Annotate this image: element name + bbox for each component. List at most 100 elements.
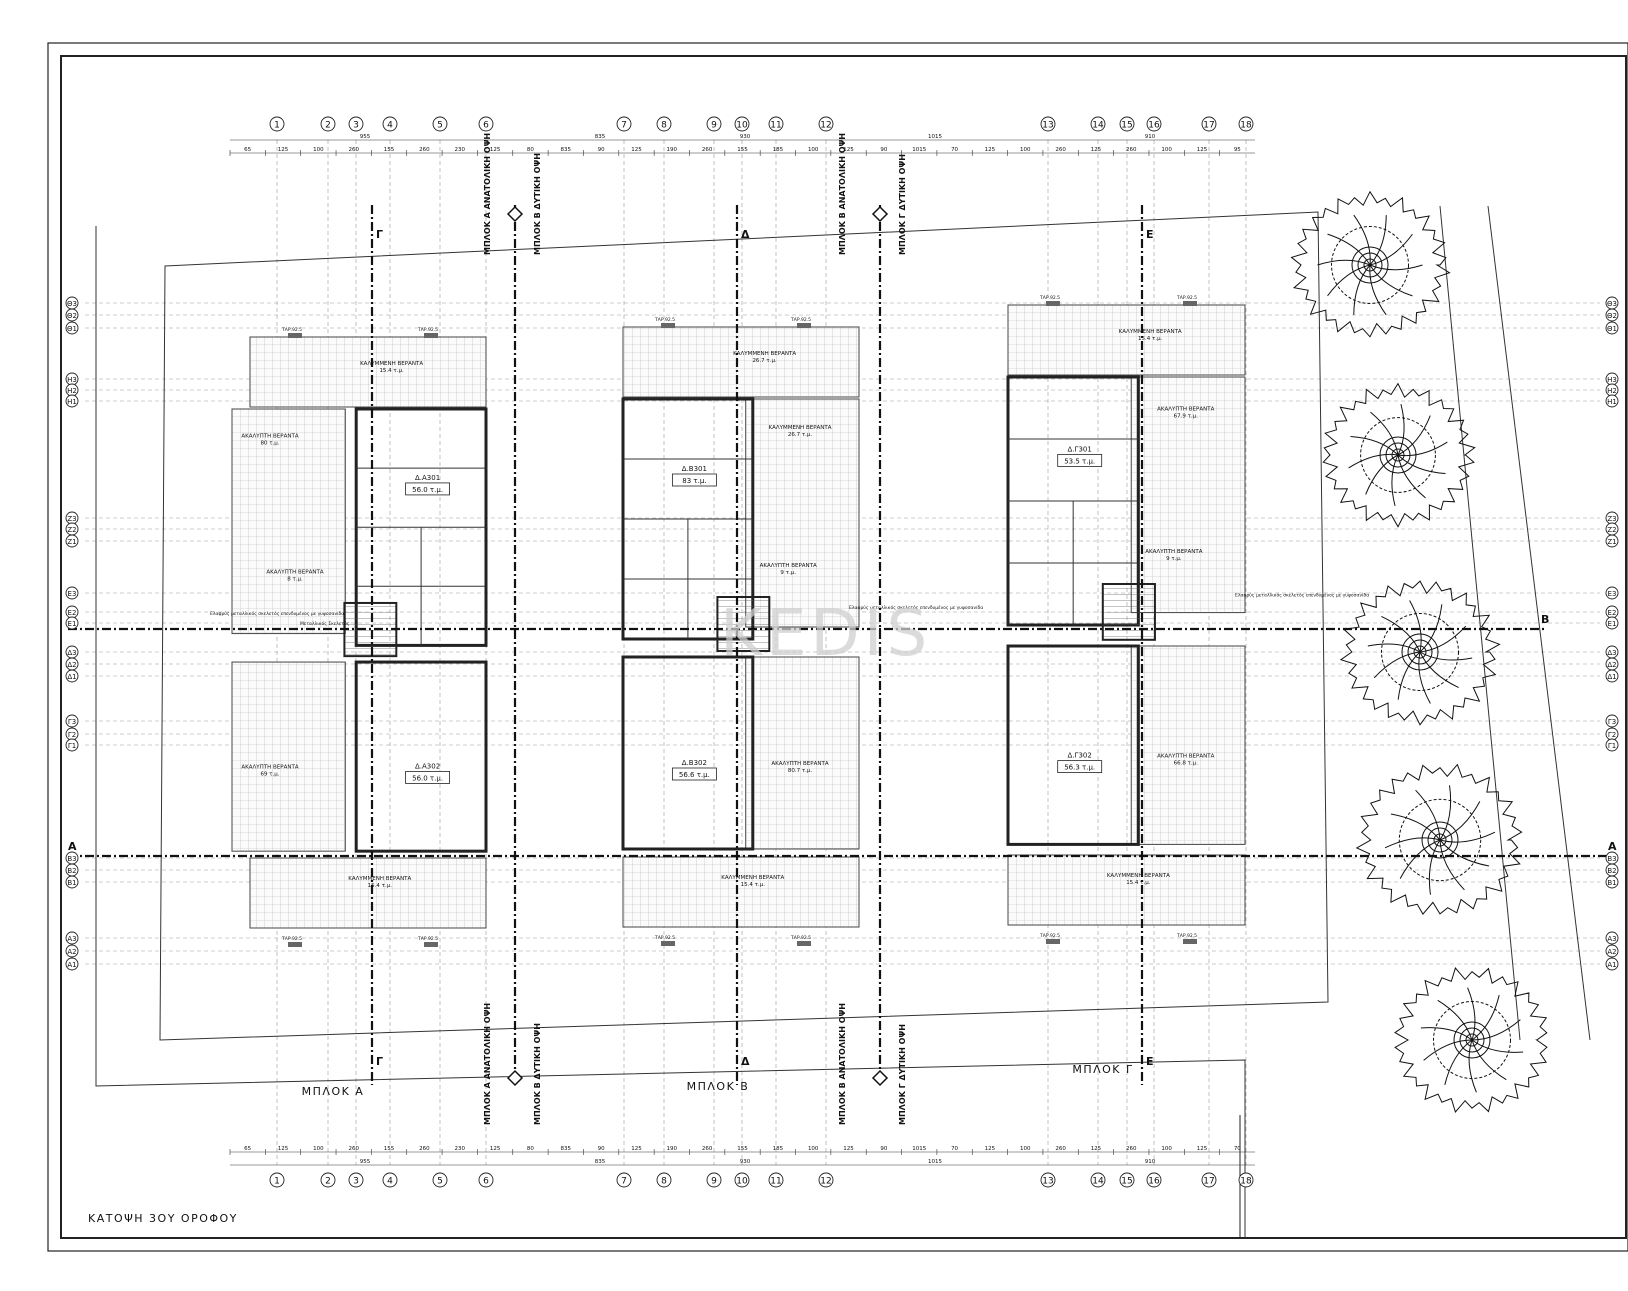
road-edge-inner: [1439, 205, 1521, 1041]
veranda-name: ΑΚΑΛΥΠΤΗ ΒΕΡΑΝΤΑ: [1145, 549, 1202, 555]
grid-bubble-bottom: [768, 1172, 784, 1188]
dimension-total: 955: [360, 1159, 371, 1165]
veranda-area: 15.4 τ.μ.: [368, 883, 393, 889]
level-tag: ΤΑΡ.92.5: [1176, 933, 1197, 939]
tree-inner-canopy: [1398, 798, 1482, 882]
level-tag: ΤΑΡ.92.5: [790, 317, 811, 323]
dimension-value: 260: [419, 147, 430, 153]
dimension-value: 125: [278, 1146, 289, 1152]
level-tag: ΤΑΡ.92.5: [654, 935, 675, 941]
tree-branch: [1439, 785, 1452, 841]
tree-branch: [1418, 651, 1431, 704]
tree-branch: [1467, 987, 1476, 1041]
tree-trunk-ring: [1421, 821, 1459, 859]
level-marker: [661, 941, 675, 946]
tree-branch: [1471, 994, 1500, 1041]
tree-branch: [1439, 839, 1490, 867]
dimension-value: 90: [880, 1146, 887, 1152]
tree-branch: [1471, 1039, 1507, 1081]
dimension-value: 185: [773, 147, 784, 153]
dimension-value: 125: [985, 147, 996, 153]
drawing-title: ΚΑΤΟΨΗ 3ΟΥ ΟΡΟΦΟΥ: [88, 1212, 238, 1225]
dimension-value: 100: [313, 1146, 324, 1152]
level-tag: ΤΑΡ.92.5: [281, 936, 302, 942]
level-marker: [797, 941, 811, 946]
dimension-value: 260: [702, 147, 713, 153]
veranda-name: ΑΚΑΛΥΠΤΗ ΒΕΡΑΝΤΑ: [266, 569, 323, 575]
covered-veranda-top: [249, 336, 487, 408]
grid-bubble-left-label: Θ3: [67, 300, 77, 308]
grid-bubble-right-label: Η1: [1607, 398, 1617, 406]
tree-branch: [1415, 789, 1441, 841]
dimension-value: 260: [1126, 147, 1137, 153]
veranda-name: ΑΚΑΛΥΠΤΗ ΒΕΡΑΝΤΑ: [241, 764, 298, 770]
grid-bubble-left: [65, 321, 79, 335]
veranda-name: ΚΑΛΥΜΜΕΝΗ ΒΕΡΑΝΤΑ: [733, 351, 796, 357]
veranda-area: 26.7 τ.μ.: [752, 358, 777, 364]
grid-bubble-top-label: 10: [736, 121, 748, 131]
apartment-lower-walls: [1006, 644, 1140, 846]
grid-bubble-right: [1605, 669, 1619, 683]
facade-marker: [871, 205, 889, 223]
veranda-area: 26.7 τ.μ.: [788, 432, 813, 438]
grid-bubble-right-label: Ζ2: [1607, 526, 1616, 534]
dimension-value: 125: [843, 147, 854, 153]
grid-bubble-bottom-label: 16: [1148, 1177, 1160, 1187]
grid-bubble-top-label: 5: [437, 121, 443, 131]
grid-bubble-bottom: [1090, 1172, 1106, 1188]
tree-trunk-ring: [1433, 833, 1447, 847]
grid-bubble-right-label: Η2: [1607, 387, 1617, 395]
grid-bubble-bottom: [348, 1172, 364, 1188]
dimension-value: 65: [244, 1146, 251, 1152]
veranda-name: ΑΚΑΛΥΠΤΗ ΒΕΡΑΝΤΑ: [771, 761, 828, 767]
dimension-total: 1015: [928, 134, 942, 140]
grid-bubble-right: [1605, 738, 1619, 752]
tree-branch: [1397, 415, 1431, 456]
tree-branch: [1468, 1039, 1477, 1093]
tree-branch: [1397, 403, 1405, 456]
facade-label-bottom: ΜΠΛΟΚ Β ΑΝΑΤΟΛΙΚΗ ΟΨΗ: [838, 1003, 847, 1125]
grid-bubble-top-label: 7: [621, 121, 627, 131]
unit-id: Δ.Α302: [415, 762, 440, 770]
grid-bubble-right: [1605, 944, 1619, 958]
grid-bubble-left-label: Β1: [67, 879, 76, 887]
level-marker: [1183, 939, 1197, 944]
grid-bubble-right-label: Β2: [1607, 867, 1616, 875]
unit-area-box: [405, 771, 450, 784]
grid-bubble-left-label: Β3: [67, 855, 76, 863]
dimension-value: 260: [348, 1146, 359, 1152]
grid-bubble-left-label: Ζ1: [67, 538, 76, 546]
grid-bubble-right-label: Θ2: [1607, 312, 1617, 320]
grid-bubble-right-label: Γ2: [1608, 731, 1616, 739]
grid-bubble-bottom-label: 1: [274, 1177, 280, 1187]
grid-bubble-top: [1146, 116, 1162, 132]
grid-bubble-top-label: 9: [711, 121, 717, 131]
dimension-value: 125: [631, 147, 642, 153]
tree-branch: [1439, 801, 1481, 841]
dimension-value: 260: [419, 1146, 430, 1152]
grid-bubble-left-label: Η2: [67, 387, 77, 395]
veranda-name: ΚΑΛΥΜΜΕΝΗ ΒΕΡΑΝΤΑ: [360, 361, 423, 367]
grid-bubble-left-label: Θ1: [67, 325, 77, 333]
grid-bubble-right-label: Ζ1: [1607, 538, 1616, 546]
tree-branch: [1419, 625, 1467, 653]
tree-trunk-ring: [1407, 639, 1433, 665]
dimension-total: 1015: [928, 1159, 942, 1165]
grid-bubble-left-label: Α2: [67, 948, 76, 956]
grid-bubble-bottom: [1146, 1172, 1162, 1188]
grid-bubble-left: [65, 394, 79, 408]
facade-label-top: ΜΠΛΟΚ Α ΑΝΑΤΟΛΙΚΗ ΟΨΗ: [483, 133, 492, 255]
tree-trunk-ring: [1401, 633, 1439, 671]
tree-branch: [1397, 454, 1446, 475]
grid-bubble-right-label: Η3: [1607, 376, 1617, 384]
dimension-value: 125: [490, 147, 501, 153]
unit-id: Δ.Β301: [682, 465, 707, 473]
stair-core: [1101, 583, 1156, 641]
unit-area: 53.5 τ.μ.: [1064, 457, 1095, 465]
dimension-value: 65: [244, 147, 251, 153]
tree-branch: [1369, 264, 1413, 297]
dimension-value: 90: [598, 1146, 605, 1152]
